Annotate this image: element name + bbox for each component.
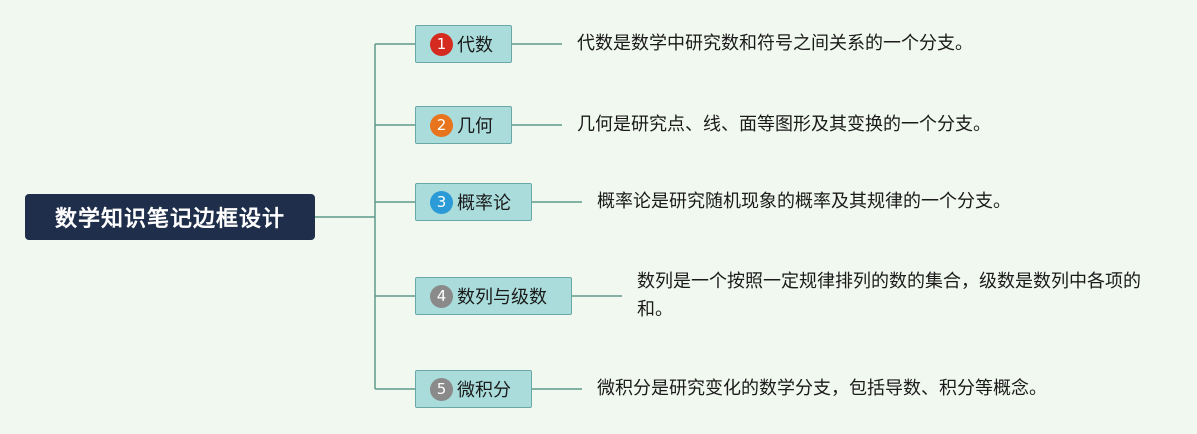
- branch-topic-sequences-series[interactable]: 4 数列与级数: [415, 277, 572, 315]
- number-1-icon: 1: [430, 32, 453, 56]
- description-algebra[interactable]: 代数是数学中研究数和符号之间关系的一个分支。: [577, 30, 973, 58]
- number-5-icon: 5: [430, 377, 453, 401]
- branch-topic-calculus[interactable]: 5 微积分: [415, 370, 532, 408]
- branch-topic-geometry[interactable]: 2 几何: [415, 106, 512, 144]
- description-geometry[interactable]: 几何是研究点、线、面等图形及其变换的一个分支。: [577, 111, 991, 139]
- description-calculus[interactable]: 微积分是研究变化的数学分支，包括导数、积分等概念。: [597, 375, 1047, 403]
- branch-label: 概率论: [457, 193, 511, 214]
- description-text: 微积分是研究变化的数学分支，包括导数、积分等概念。: [597, 378, 1047, 399]
- branch-label: 微积分: [457, 380, 511, 401]
- description-sequences-series[interactable]: 数列是一个按照一定规律排列的数的集合，级数是数列中各项的和。: [637, 268, 1147, 324]
- root-topic[interactable]: 数学知识笔记边框设计: [25, 194, 315, 240]
- description-text: 代数是数学中研究数和符号之间关系的一个分支。: [577, 33, 973, 54]
- branch-topic-algebra[interactable]: 1 代数: [415, 25, 512, 63]
- description-text: 数列是一个按照一定规律排列的数的集合，级数是数列中各项的和。: [637, 271, 1141, 320]
- root-topic-label: 数学知识笔记边框设计: [54, 207, 285, 232]
- branch-label: 代数: [457, 35, 493, 56]
- description-probability[interactable]: 概率论是研究随机现象的概率及其规律的一个分支。: [597, 188, 1011, 216]
- number-4-icon: 4: [430, 284, 453, 308]
- number-3-icon: 3: [430, 190, 453, 214]
- number-2-icon: 2: [430, 113, 453, 137]
- branch-topic-probability[interactable]: 3 概率论: [415, 183, 532, 221]
- branch-label: 数列与级数: [457, 287, 547, 308]
- description-text: 几何是研究点、线、面等图形及其变换的一个分支。: [577, 114, 991, 135]
- description-text: 概率论是研究随机现象的概率及其规律的一个分支。: [597, 191, 1011, 212]
- branch-label: 几何: [457, 116, 493, 137]
